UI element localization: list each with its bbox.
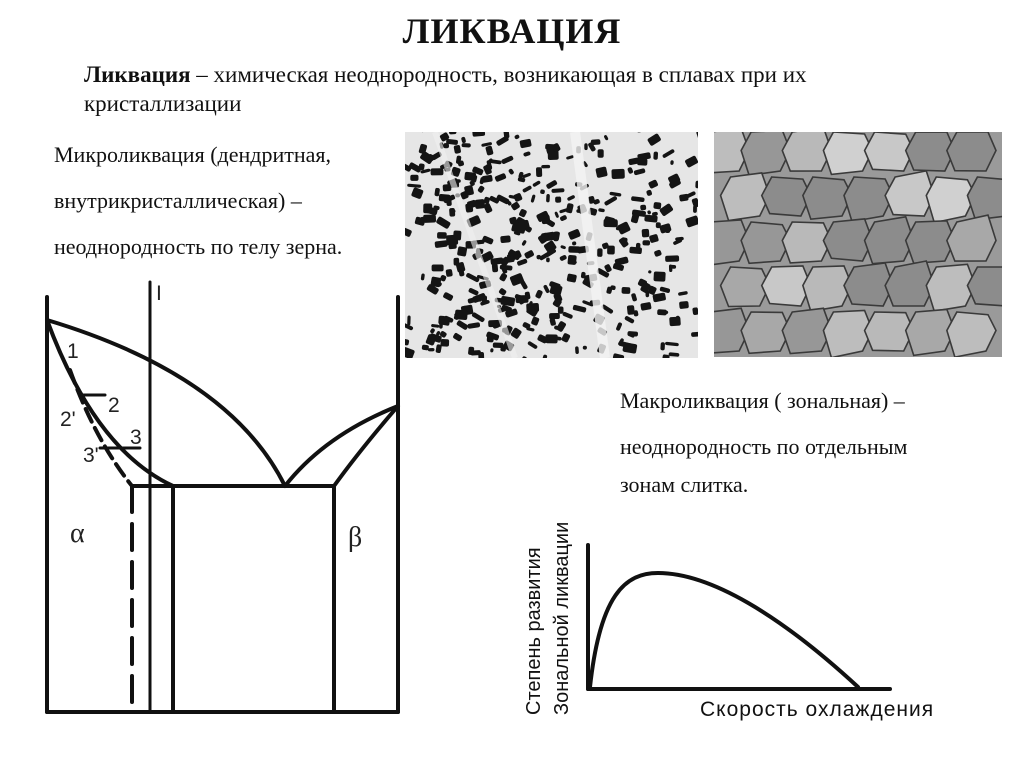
segregation-curve xyxy=(588,570,860,689)
definition-text: – химическая неоднородность, возникающая… xyxy=(84,62,807,116)
alloy-label: I xyxy=(156,282,162,305)
nonequilibrium-curve xyxy=(68,368,134,488)
graph-x-label: Скорость охлаждения xyxy=(700,698,935,721)
micro-line-3: неоднородность по телу зерна. xyxy=(54,234,343,259)
micro-line-2: внутрикристаллическая) – xyxy=(54,188,302,213)
solidus-alpha xyxy=(45,318,175,488)
graph-y-label-line-2: Зональной ликвации xyxy=(551,521,573,715)
liquidus-left xyxy=(45,318,287,488)
definition: Ликвация – химическая неоднородность, во… xyxy=(84,60,964,118)
slide-title: ЛИКВАЦИЯ xyxy=(402,11,622,51)
curve-label-3: 3 xyxy=(130,426,142,449)
curve-label-2: 2 xyxy=(108,394,120,417)
definition-term: Ликвация xyxy=(84,62,191,87)
phase-diagram: I 1 2 2' 3 3' α β xyxy=(45,280,400,714)
phase-alpha-label: α xyxy=(70,518,85,549)
curve-label-1: 1 xyxy=(67,340,79,363)
micro-description: Микроликвация (дендритная, внутрикристал… xyxy=(54,132,399,270)
liquidus-right xyxy=(283,404,400,488)
segregation-graph xyxy=(586,543,892,691)
macro-line-1: Макроликвация ( зональная) – xyxy=(620,388,905,413)
macro-description: Макроликвация ( зональная) – неоднородно… xyxy=(620,378,1010,500)
phase-beta-label: β xyxy=(348,522,362,553)
graph-y-label: Степень развития Зональной ликвации xyxy=(520,485,576,715)
curve-label-2-prime: 2' xyxy=(60,408,76,431)
micro-line-1: Микроликвация (дендритная, xyxy=(54,142,331,167)
graph-y-label-line-1: Степень развития xyxy=(523,547,545,715)
solidus-beta xyxy=(332,404,400,488)
curve-label-3-prime: 3' xyxy=(83,444,99,467)
macro-line-2: неоднородность по отдельным xyxy=(620,434,908,459)
dendritic-micrograph xyxy=(405,132,698,358)
macro-line-3: зонам слитка. xyxy=(620,472,749,497)
grain-micrograph xyxy=(714,132,1002,357)
